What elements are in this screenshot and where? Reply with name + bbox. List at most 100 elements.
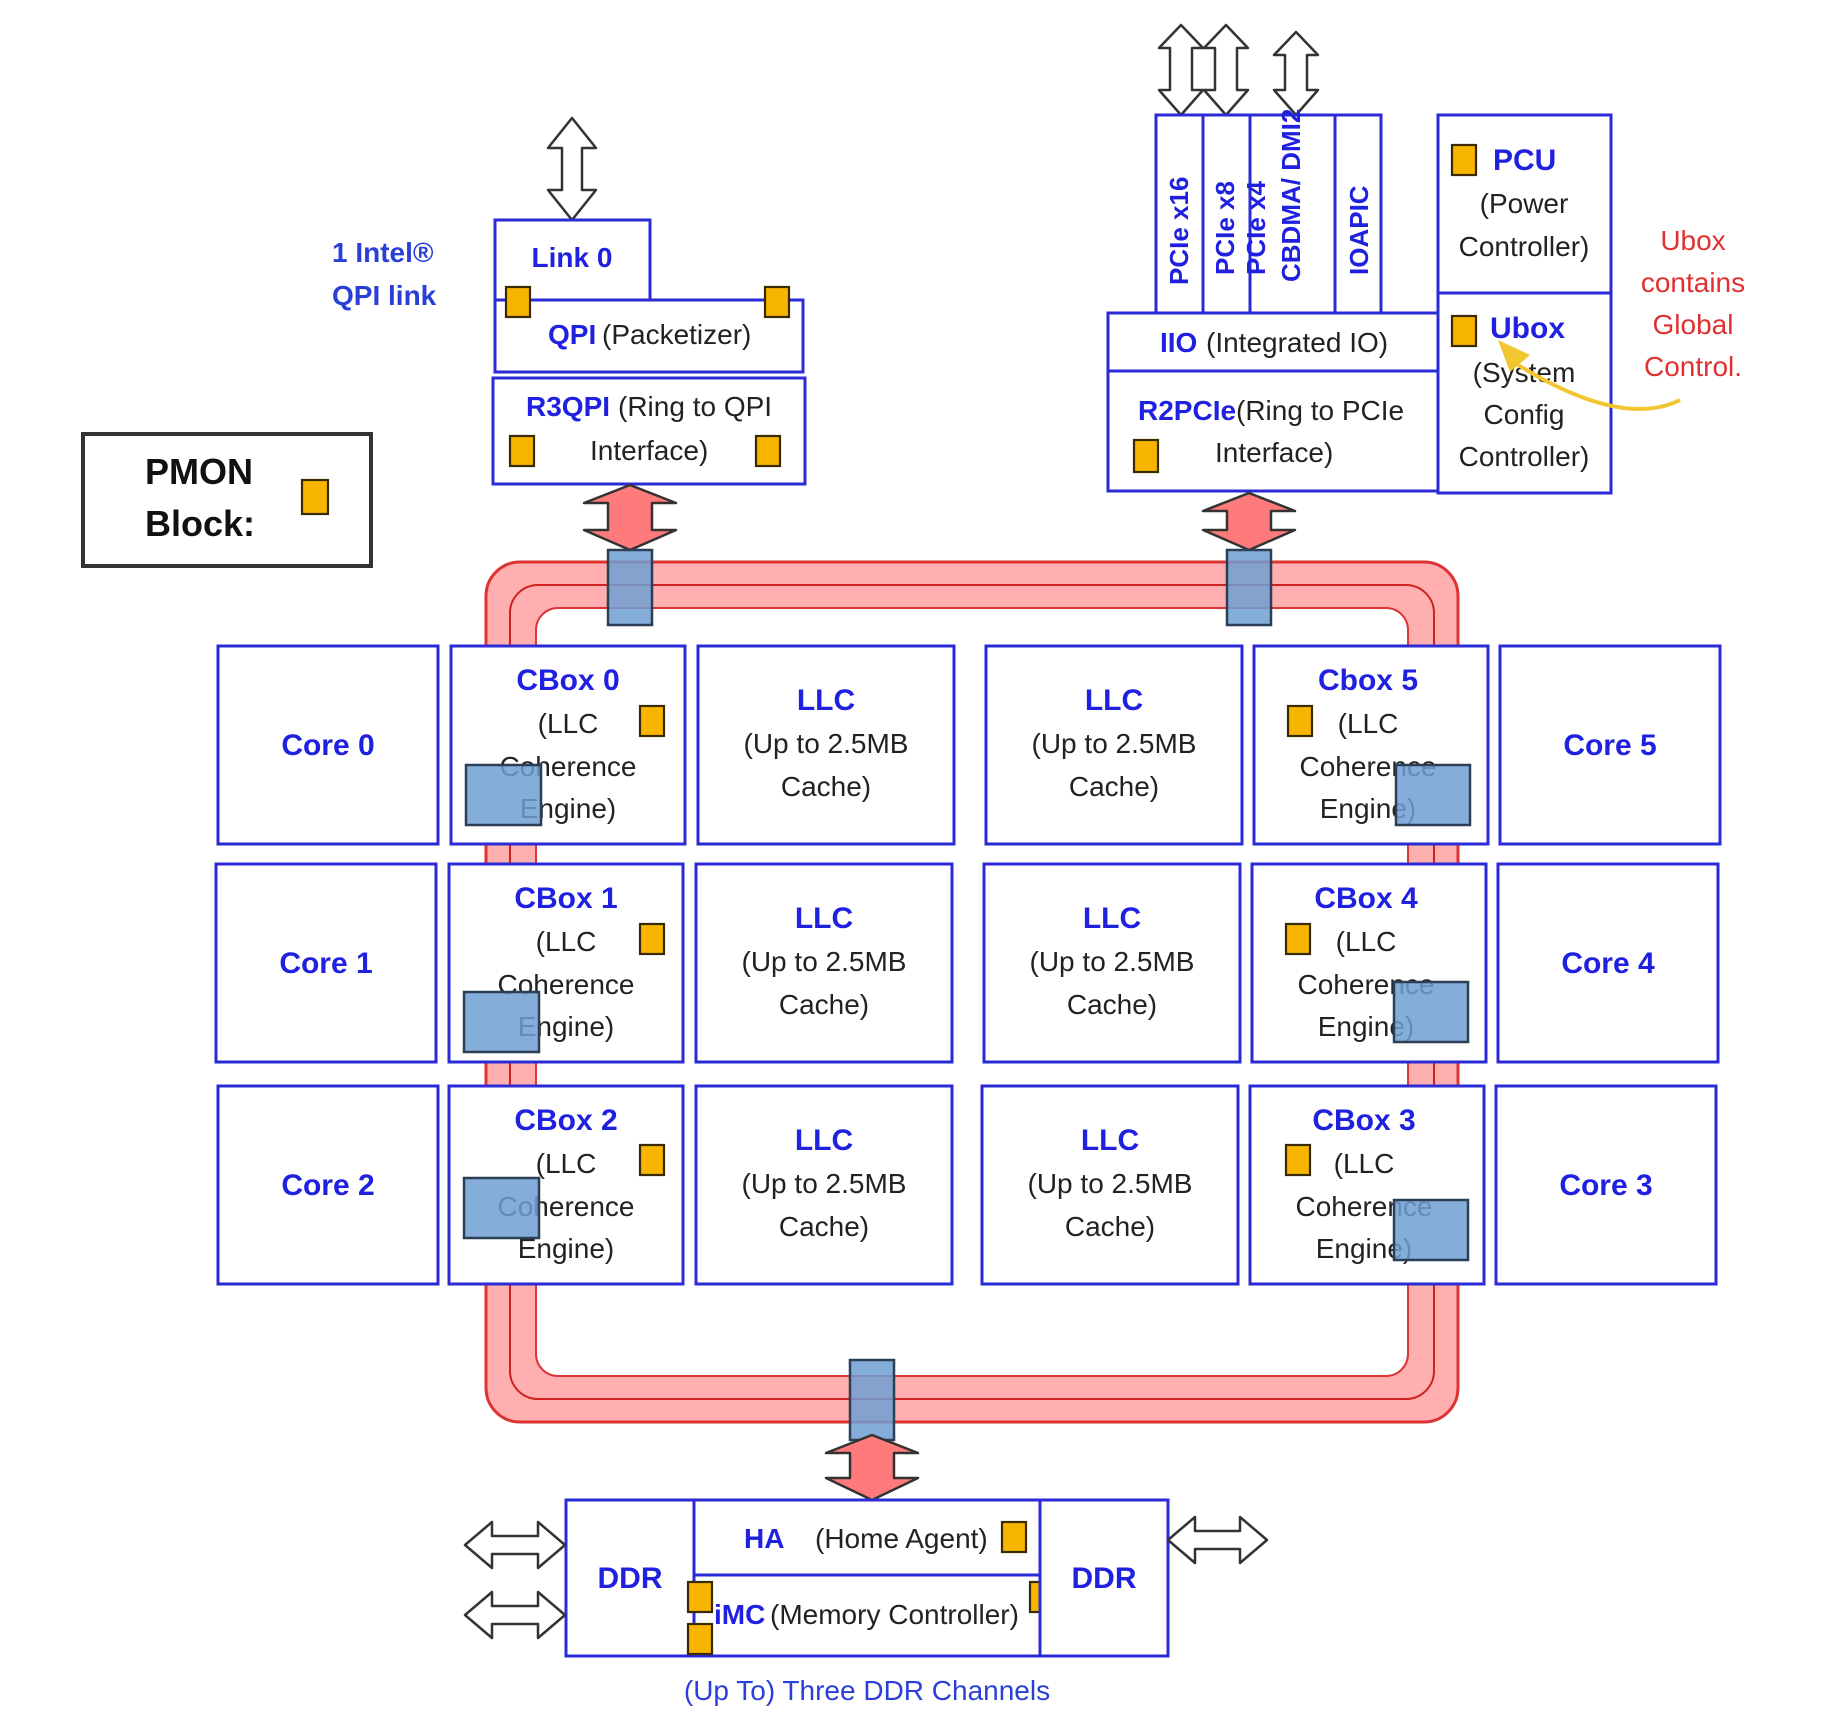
cbox-2-pmon-icon [638, 1143, 666, 1177]
ubox-desc3: Controller) [1459, 441, 1590, 472]
qpi-name: QPI [548, 319, 596, 350]
core-0-block [216, 644, 440, 846]
cbox-5-pmon-icon [1286, 704, 1314, 738]
r3qpi-desc2: Interface) [590, 435, 708, 466]
pmon-square-icon [300, 478, 330, 516]
llc-4-desc1: (Up to 2.5MB [1030, 946, 1195, 977]
core-1-block [214, 862, 438, 1064]
ddr-channel-arrow-2-icon [463, 1590, 567, 1640]
core-5-label: Core 5 [1563, 729, 1656, 762]
cbox-5-desc1: (LLC [1338, 708, 1399, 739]
core-4-block [1496, 862, 1720, 1064]
cbox-2-label: CBox 2 [514, 1104, 617, 1137]
llc-0-label: LLC [797, 684, 855, 717]
cbox-3-desc1: (LLC [1334, 1148, 1395, 1179]
qpi-pmon-left-icon [504, 285, 532, 319]
ddr-channel-arrow-1-icon [463, 1520, 567, 1570]
llc-2-desc2: Cache) [779, 1211, 869, 1242]
ubox-pmon-icon [1450, 314, 1478, 348]
cbox-4-pmon-icon [1284, 922, 1312, 956]
llc-3-desc2: Cache) [1065, 1211, 1155, 1242]
r3qpi-block [491, 376, 807, 486]
qpi-note-line1: 1 Intel® [332, 237, 434, 268]
iio-block [1106, 311, 1440, 373]
cbox-0-pmon-icon [638, 704, 666, 738]
core-0-label: Core 0 [281, 729, 374, 762]
cbox-5-label: Cbox 5 [1318, 664, 1418, 697]
qpi-block [493, 298, 805, 374]
cbox-4-label: CBox 4 [1314, 882, 1418, 915]
ddr-right-label: DDR [1072, 1562, 1137, 1595]
imc-desc: (Memory Controller) [770, 1599, 1019, 1630]
pcie-x4-label: PCIe x4 [1241, 181, 1271, 275]
llc-1-desc2: Cache) [779, 989, 869, 1020]
core-5-block [1498, 644, 1722, 846]
qpi-note-line2: QPI link [332, 280, 437, 311]
qpi-pmon-right-icon [763, 285, 791, 319]
iio-desc: (Integrated IO) [1206, 327, 1388, 358]
ha-ring-arrow-icon [824, 1433, 920, 1502]
cbox-5-ring-stop [1394, 763, 1472, 827]
cbox-2-desc1: (LLC [536, 1148, 597, 1179]
iio-name: IIO [1160, 327, 1197, 358]
llc-3-label: LLC [1081, 1124, 1139, 1157]
imc-block [692, 1573, 1042, 1658]
r3qpi-ring-arrow-icon [582, 483, 678, 552]
llc-1-label: LLC [795, 902, 853, 935]
ubox-desc1: (System [1473, 357, 1576, 388]
pcu-pmon-icon [1450, 143, 1478, 177]
cbox-0-label: CBox 0 [516, 664, 619, 697]
r3qpi-ring-stop [606, 548, 654, 627]
llc-4-label: LLC [1083, 902, 1141, 935]
imc-name: iMC [714, 1599, 765, 1630]
llc-1-desc1: (Up to 2.5MB [742, 946, 907, 977]
core-3-block [1494, 1084, 1718, 1286]
cbox-0-desc1: (LLC [538, 708, 599, 739]
ubox-note-line3: Global [1653, 309, 1734, 340]
cbox-1-desc1: (LLC [536, 926, 597, 957]
cbox-1-ring-stop [462, 990, 541, 1054]
ddr-channel-arrow-3-icon [1166, 1515, 1269, 1565]
pcie-port-3 [1333, 113, 1383, 315]
ubox-name: Ubox [1490, 312, 1565, 345]
ha-block [692, 1498, 1042, 1577]
ubox-note-line4: Control. [1644, 351, 1742, 382]
pcu-desc1: (Power [1480, 188, 1569, 219]
cbdma-label: CBDMA/ DMI2 [1276, 109, 1306, 282]
pmon-legend-line2: Block: [145, 503, 255, 544]
pcie-port-arrows [1157, 23, 1320, 117]
ha-ring-stop [848, 1358, 896, 1442]
ddr-right-block [1038, 1498, 1170, 1658]
ddr-channels-caption: (Up To) Three DDR Channels [684, 1675, 1050, 1706]
llc-0-desc2: Cache) [781, 771, 871, 802]
core-2-block [216, 1084, 440, 1286]
cbox-3-ring-stop [1392, 1198, 1470, 1262]
llc-3-block [980, 1084, 1240, 1286]
r2pcie-name: R2PCIe [1138, 395, 1236, 426]
imc-pmon-top-icon [686, 1580, 714, 1614]
r3qpi-desc1: (Ring to QPI [618, 391, 772, 422]
llc-3-desc1: (Up to 2.5MB [1028, 1168, 1193, 1199]
pmon-legend: PMON Block: [81, 432, 373, 568]
pcu-name: PCU [1493, 144, 1556, 177]
r2pcie-ring-arrow-icon [1201, 491, 1297, 552]
core-4-label: Core 4 [1561, 947, 1655, 980]
pcie-port-labels: PCIe x16 PCIe x8 PCIe x4 CBDMA/ DMI2 IOA… [1164, 109, 1374, 285]
cbox-0-ring-stop [464, 763, 543, 827]
ddr-left-block [564, 1498, 696, 1658]
r2pcie-ring-stop [1225, 548, 1273, 627]
ubox-desc2: Config [1484, 399, 1565, 430]
ubox-note-arrow [1508, 358, 1681, 411]
llc-0-block [696, 644, 956, 846]
imc-pmon-bottom-icon [686, 1622, 714, 1656]
r3qpi-pmon-right-icon [754, 434, 782, 468]
llc-0-desc1: (Up to 2.5MB [744, 728, 909, 759]
ha-name: HA [744, 1523, 784, 1554]
llc-2-block [694, 1084, 954, 1286]
pcie-x16-label: PCIe x16 [1164, 177, 1194, 285]
pcie-x8-label: PCIe x8 [1210, 181, 1240, 275]
llc-5-block [984, 644, 1244, 846]
cbox-4-ring-stop [1392, 980, 1470, 1044]
llc-1-block [694, 862, 954, 1064]
